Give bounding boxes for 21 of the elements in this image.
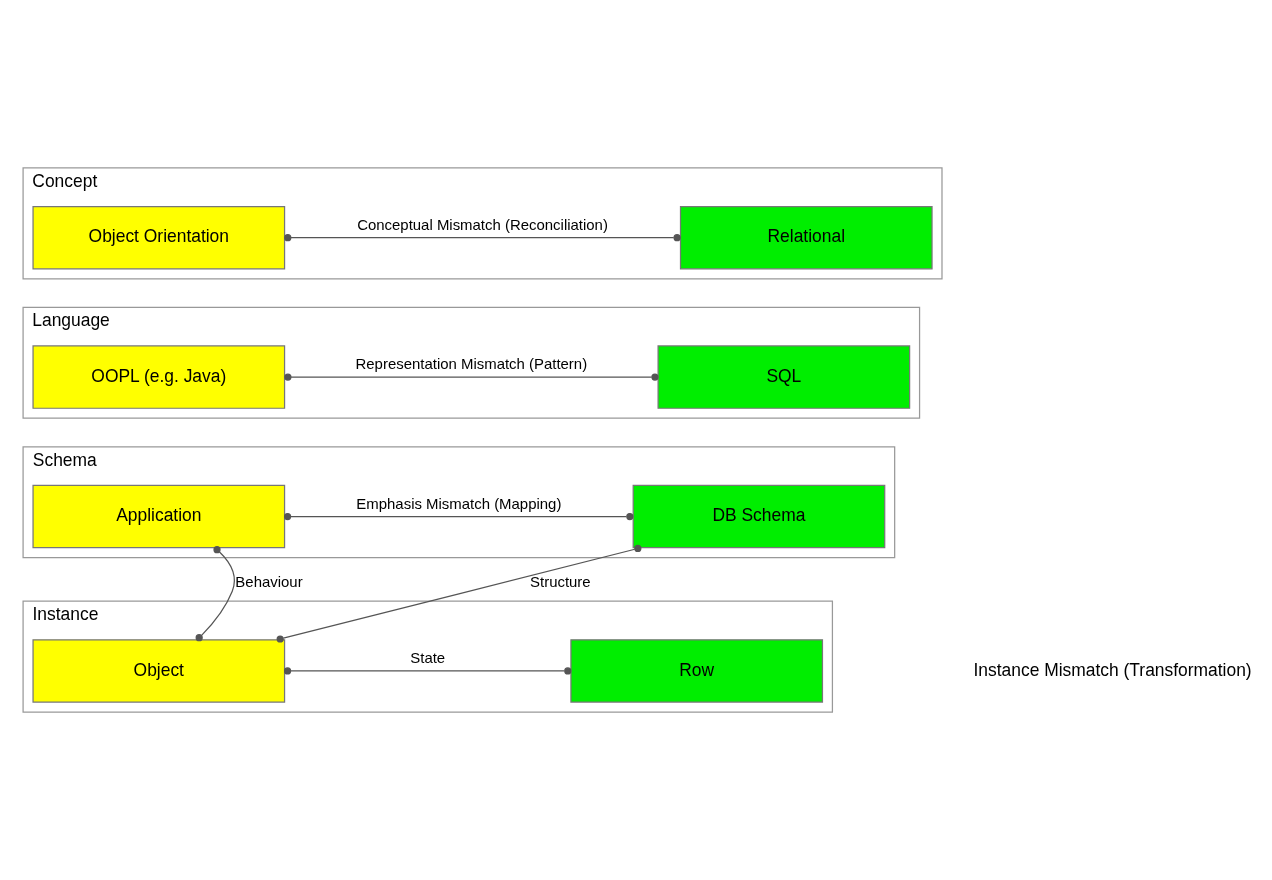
edge-label: Behaviour [235,573,303,591]
edge-label: State [410,649,446,666]
node-box: Application [32,484,286,549]
node-box: SQL [657,345,911,409]
label: Instance Mismatch (Transformation) [973,659,1252,680]
edge-label: Conceptual Mismatch (Reconciliation) [357,215,608,233]
node-box: Row [570,639,824,703]
connector [276,544,642,643]
edge-label: Emphasis Mismatch (Mapping) [356,494,562,512]
connector [284,234,681,242]
connector [284,512,634,521]
connector [284,373,659,381]
node-box: Object Orientation [32,205,286,270]
edge-label: Structure [530,573,591,591]
connector [283,667,572,675]
edge-label: Representation Mismatch (Pattern) [355,355,588,373]
node-box: DB Schema [632,484,886,549]
connector [195,546,235,642]
node-box: OOPL (e.g. Java) [32,345,286,409]
node-box: Relational [679,205,933,270]
node-box: Object [32,639,286,703]
